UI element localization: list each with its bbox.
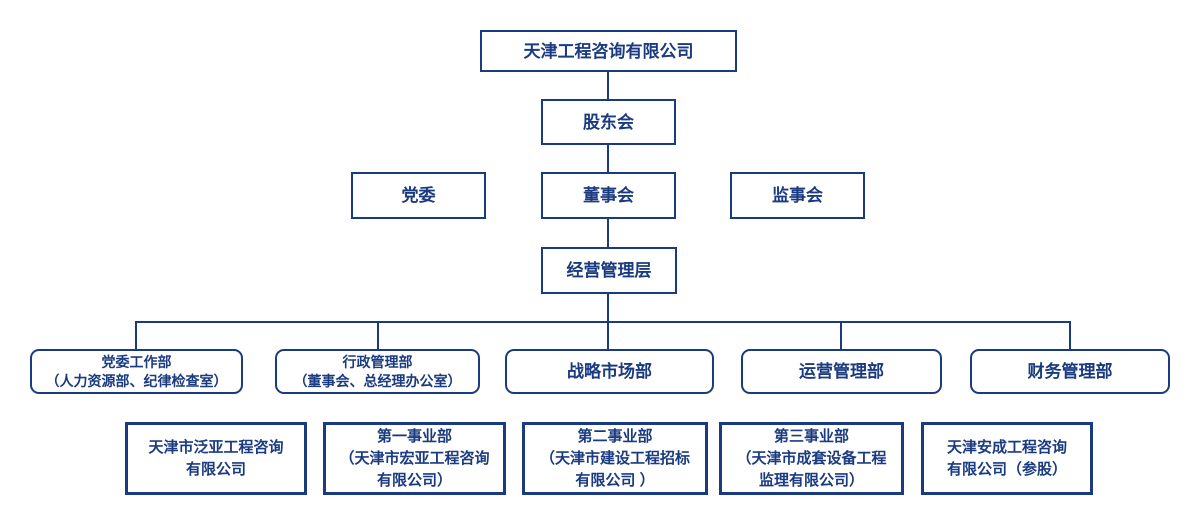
org-node-party-committee: 党委 — [351, 172, 486, 219]
connector-drop-dept-administration — [377, 321, 379, 351]
org-node-supervisory-board: 监事会 — [730, 172, 865, 219]
org-node-subsidiary-ancheng: 天津安成工程咨询 有限公司（参股） — [921, 422, 1093, 495]
org-node-subsidiary-fanya: 天津市泛亚工程咨询 有限公司 — [125, 422, 307, 495]
org-node-division-1: 第一事业部 （天津市宏亚工程咨询 有限公司） — [323, 422, 506, 495]
org-node-board: 董事会 — [541, 172, 676, 219]
org-node-sublabel: 有限公司（参股） — [946, 460, 1067, 478]
org-node-label: 天津工程咨询有限公司 — [523, 41, 694, 61]
org-node-label: 第一事业部 — [376, 427, 452, 445]
org-node-label: 党委 — [401, 186, 436, 205]
connector-drop-dept-finance — [1069, 321, 1071, 351]
connector-departments-bus — [135, 321, 1071, 323]
org-node-dept-party-work: 党委工作部 （人力资源部、纪律检查室） — [30, 349, 243, 394]
connector-shareholders-to-board — [607, 144, 609, 173]
org-node-label: 党委工作部 — [101, 353, 172, 370]
org-node-label: 天津市泛亚工程咨询 — [148, 438, 284, 456]
org-node-label: 董事会 — [583, 186, 634, 205]
org-node-sublabel: （天津市建设工程招标 — [539, 449, 690, 467]
org-node-label: 天津安成工程咨询 — [946, 438, 1067, 456]
org-node-dept-operations: 运营管理部 — [741, 349, 942, 394]
org-node-company-root: 天津工程咨询有限公司 — [480, 30, 737, 72]
org-node-dept-finance: 财务管理部 — [970, 349, 1170, 394]
connector-drop-dept-party-work — [135, 321, 137, 351]
org-node-dept-strategy-market: 战略市场部 — [505, 349, 714, 394]
org-node-sublabel: （天津市成套设备工程 — [736, 449, 887, 467]
org-node-label: 行政管理部 — [342, 353, 413, 370]
org-node-label: 财务管理部 — [1027, 362, 1113, 381]
org-node-shareholders: 股东会 — [541, 99, 676, 145]
org-node-label: 第三事业部 — [773, 427, 849, 445]
org-node-management: 经营管理层 — [541, 247, 677, 294]
org-node-sublabel: （天津市宏亚工程咨询 — [339, 449, 490, 467]
org-node-sublabel: （人力资源部、纪律检查室） — [45, 372, 228, 389]
org-node-division-3: 第三事业部 （天津市成套设备工程 监理有限公司） — [719, 422, 904, 495]
org-node-sublabel: （董事会、总经理办公室） — [293, 372, 462, 389]
org-node-sublabel: 有限公司 ） — [575, 471, 655, 489]
org-node-sublabel: 有限公司） — [376, 471, 452, 489]
org-node-division-2: 第二事业部 （天津市建设工程招标 有限公司 ） — [522, 422, 708, 495]
org-node-label: 第二事业部 — [577, 427, 653, 445]
org-node-label: 经营管理层 — [566, 261, 652, 280]
org-node-label: 股东会 — [583, 112, 634, 132]
org-node-sublabel: 监理有限公司） — [758, 471, 864, 489]
org-node-dept-administration: 行政管理部 （董事会、总经理办公室） — [275, 349, 480, 394]
org-node-label: 运营管理部 — [799, 362, 884, 381]
connector-root-to-shareholders — [607, 71, 609, 100]
connector-board-to-management — [607, 218, 609, 248]
org-node-label: 监事会 — [772, 186, 823, 205]
connector-drop-dept-operations — [840, 321, 842, 351]
org-node-label: 战略市场部 — [567, 362, 652, 381]
org-node-sublabel: 有限公司 — [185, 460, 246, 478]
